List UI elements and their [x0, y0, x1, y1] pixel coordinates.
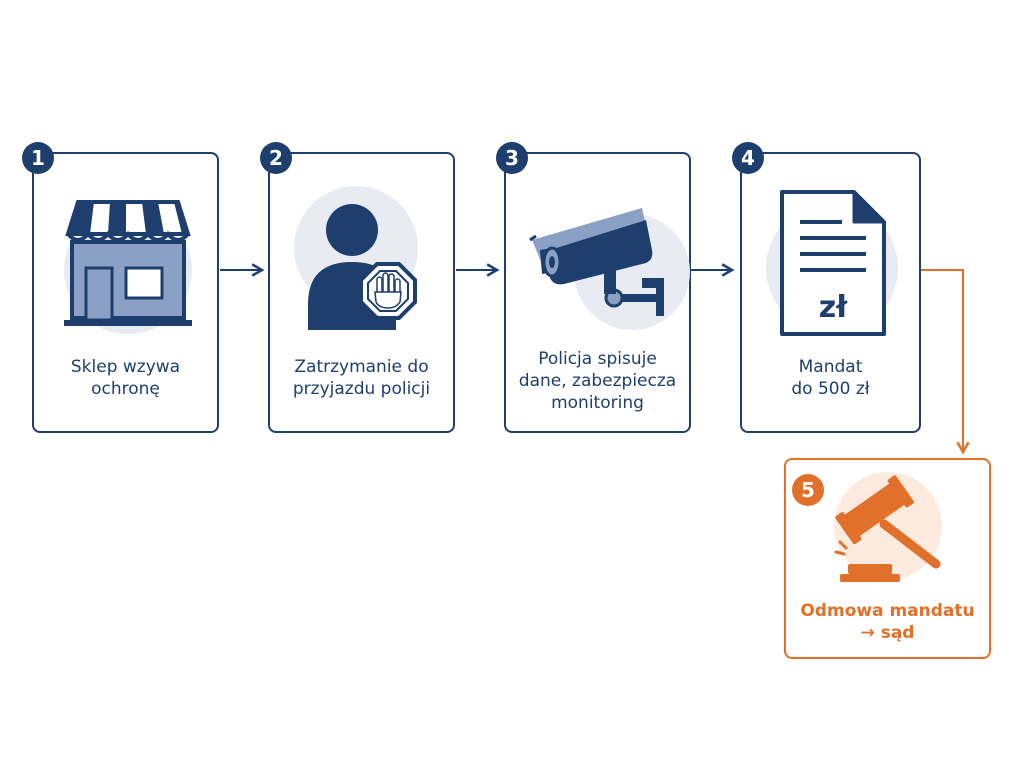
gavel-icon — [786, 460, 989, 660]
step-number-3: 3 — [496, 142, 528, 174]
step-card-2: Zatrzymanie do przyjazdu policji — [268, 152, 455, 433]
step-label-2: Zatrzymanie do przyjazdu policji — [292, 357, 431, 399]
step-label-3: Policja spisuje dane, zabezpiecza monito… — [518, 349, 677, 413]
step-card-4: zł Mandat do 500 zł — [740, 152, 921, 433]
step-card-1: Sklep wzywa ochronę — [32, 152, 219, 433]
step-label-1: Sklep wzywa ochronę — [70, 357, 181, 399]
document-currency-text: zł — [819, 290, 848, 325]
shop-icon — [34, 154, 217, 354]
step-card-3: Policja spisuje dane, zabezpiecza monito… — [504, 152, 691, 433]
step-card-5: Odmowa mandatu → sąd — [784, 458, 991, 659]
cctv-camera-icon — [506, 154, 690, 354]
step-number-5: 5 — [792, 474, 824, 506]
step-number-1: 1 — [22, 142, 54, 174]
step-number-4: 4 — [732, 142, 764, 174]
step-label-5: Odmowa mandatu → sąd — [800, 601, 975, 643]
person-stop-icon — [270, 154, 453, 354]
document-zl-icon: zł — [742, 154, 919, 354]
step-number-2: 2 — [260, 142, 292, 174]
arrow-4-5 — [921, 269, 970, 455]
step-label-4: Mandat do 500 zł — [791, 357, 870, 399]
